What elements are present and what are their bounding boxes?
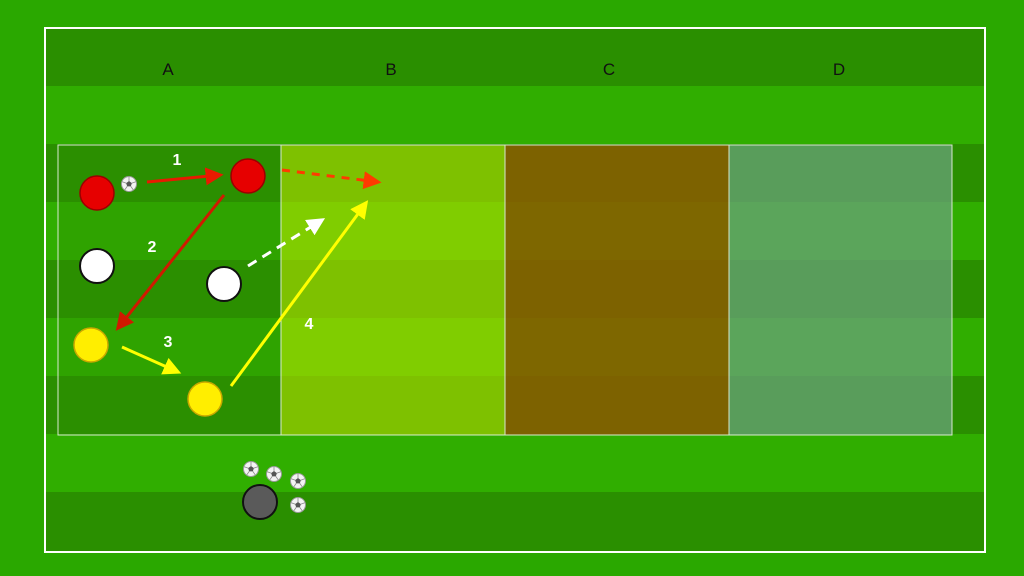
step-label-2: 2 [148, 239, 157, 256]
zone-label-b: B [385, 60, 396, 79]
movement-arrows [115, 167, 382, 387]
yellow-player-1[interactable] [73, 327, 109, 363]
ball-icon[interactable] [290, 497, 306, 513]
step-label-4: 4 [305, 316, 314, 333]
yellow-player-2[interactable] [187, 381, 223, 417]
zone-b [280, 144, 506, 436]
ball-icon[interactable] [266, 466, 282, 482]
zone-label-c: C [603, 60, 615, 79]
coach-player[interactable] [242, 484, 278, 520]
pass-arrow-4 [229, 200, 369, 387]
pass-arrow-3 [121, 345, 182, 375]
step-label-1: 1 [173, 152, 182, 169]
pass-arrow-1 [146, 167, 224, 186]
pitch-border [44, 27, 986, 553]
ball-icon[interactable] [290, 473, 306, 489]
red-player-1[interactable] [79, 175, 115, 211]
run-arrow-dashed-red [281, 168, 382, 190]
run-arrow-dashed-white [247, 218, 326, 268]
ball-icon[interactable] [121, 176, 137, 192]
step-label-3: 3 [164, 334, 173, 351]
red-player-2[interactable] [230, 158, 266, 194]
zone-label-d: D [833, 60, 845, 79]
zones [57, 144, 953, 436]
pass-arrow-2 [115, 194, 226, 331]
zone-d [728, 144, 953, 436]
ball-icon[interactable] [243, 461, 259, 477]
zone-label-a: A [162, 60, 174, 79]
white-player-2[interactable] [206, 266, 242, 302]
white-player-1[interactable] [79, 248, 115, 284]
zone-c [504, 144, 730, 436]
players [73, 158, 278, 520]
